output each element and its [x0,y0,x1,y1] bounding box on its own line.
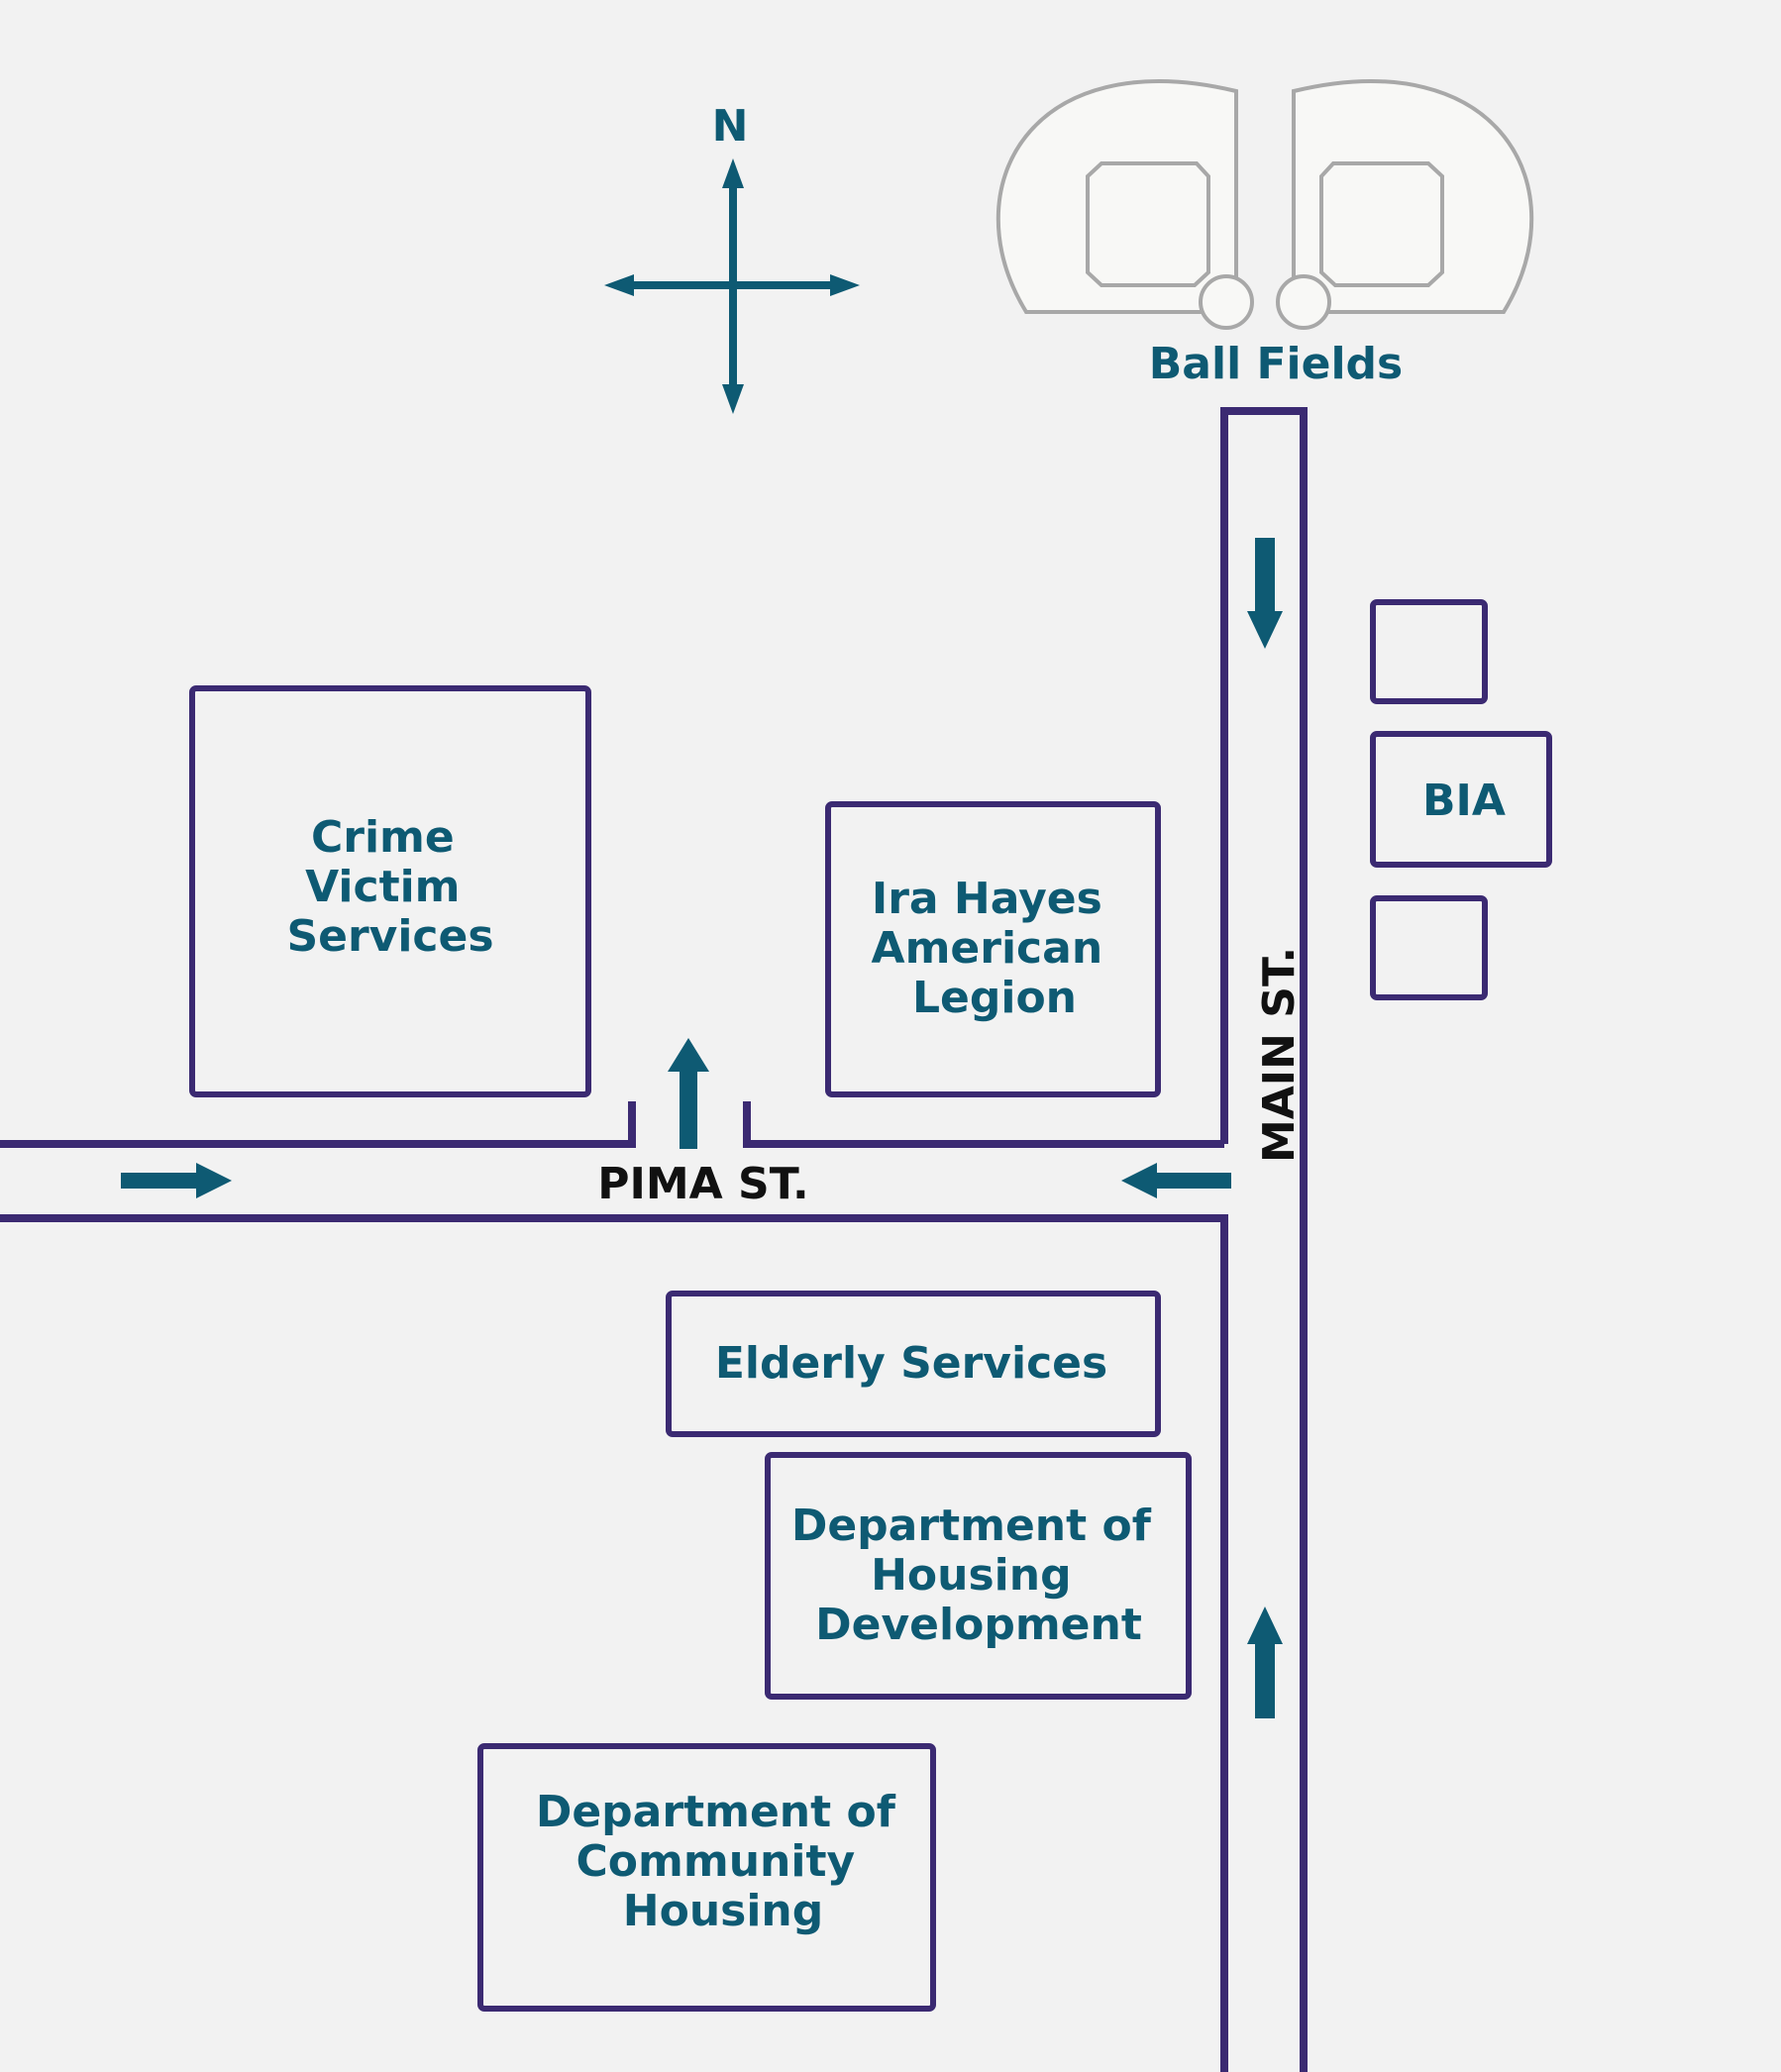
ira-hayes-legion-label: Ira Hayes American Legion [872,874,1118,1023]
housing-development-line-3: Development [815,1600,1142,1650]
main-st-northbound-arrow-icon [1247,1606,1283,1718]
crime-victim-services-label: Crime Victim Services [286,812,493,962]
bia-annex-north-building [1370,599,1488,704]
road-network [0,407,1308,2072]
housing-development-label: Department of Housing Development [791,1501,1166,1650]
north-label: N [712,101,749,152]
pima-st-westbound-arrow-icon [1121,1163,1231,1198]
community-housing-line-3: Housing [623,1886,823,1936]
pima-st-eastbound-arrow-icon [121,1163,232,1198]
ira-hayes-legion-line-1: Ira Hayes [872,874,1102,924]
pima-st-south-edge [0,1214,1228,2072]
crime-victim-services-line-3: Services [286,911,493,962]
crime-victim-services-line-2: Victim [305,862,460,912]
pima-st-label: PIMA ST. [597,1159,809,1209]
bia-label: BIA [1422,776,1506,826]
pima-st-north-edge-east [743,1101,1224,1148]
traffic-arrows [121,538,1283,1718]
elderly-services-building [666,1291,1161,1437]
pima-st-north-edge-west [0,1101,636,1148]
housing-development-building [765,1452,1192,1700]
main-st-label: MAIN ST. [1254,947,1305,1163]
housing-development-line-1: Department of [791,1501,1152,1551]
ira-hayes-legion-line-3: Legion [912,973,1077,1023]
community-housing-building [477,1743,936,2012]
crime-victim-services-line-1: Crime [311,812,455,863]
community-housing-line-2: Community [576,1836,856,1887]
ira-hayes-legion-line-2: American [872,923,1103,974]
compass-rose-icon [604,158,860,414]
bia-building [1370,731,1552,868]
elderly-services-label: Elderly Services [715,1338,1107,1389]
bia-annex-south-building [1370,895,1488,1000]
ball-fields-icon [995,79,1534,330]
main-st-southbound-arrow-icon [1247,538,1283,649]
crime-victim-services-building [189,685,591,1097]
main-st-west-edge-north [1220,407,1308,2072]
ira-hayes-legion-building [825,801,1161,1097]
ball-fields-label: Ball Fields [1149,339,1403,389]
housing-development-line-2: Housing [871,1550,1071,1601]
community-housing-line-1: Department of [536,1787,896,1837]
pima-st-entrance-northbound-arrow-icon [668,1038,709,1149]
community-housing-label: Department of Community Housing [536,1787,910,1936]
